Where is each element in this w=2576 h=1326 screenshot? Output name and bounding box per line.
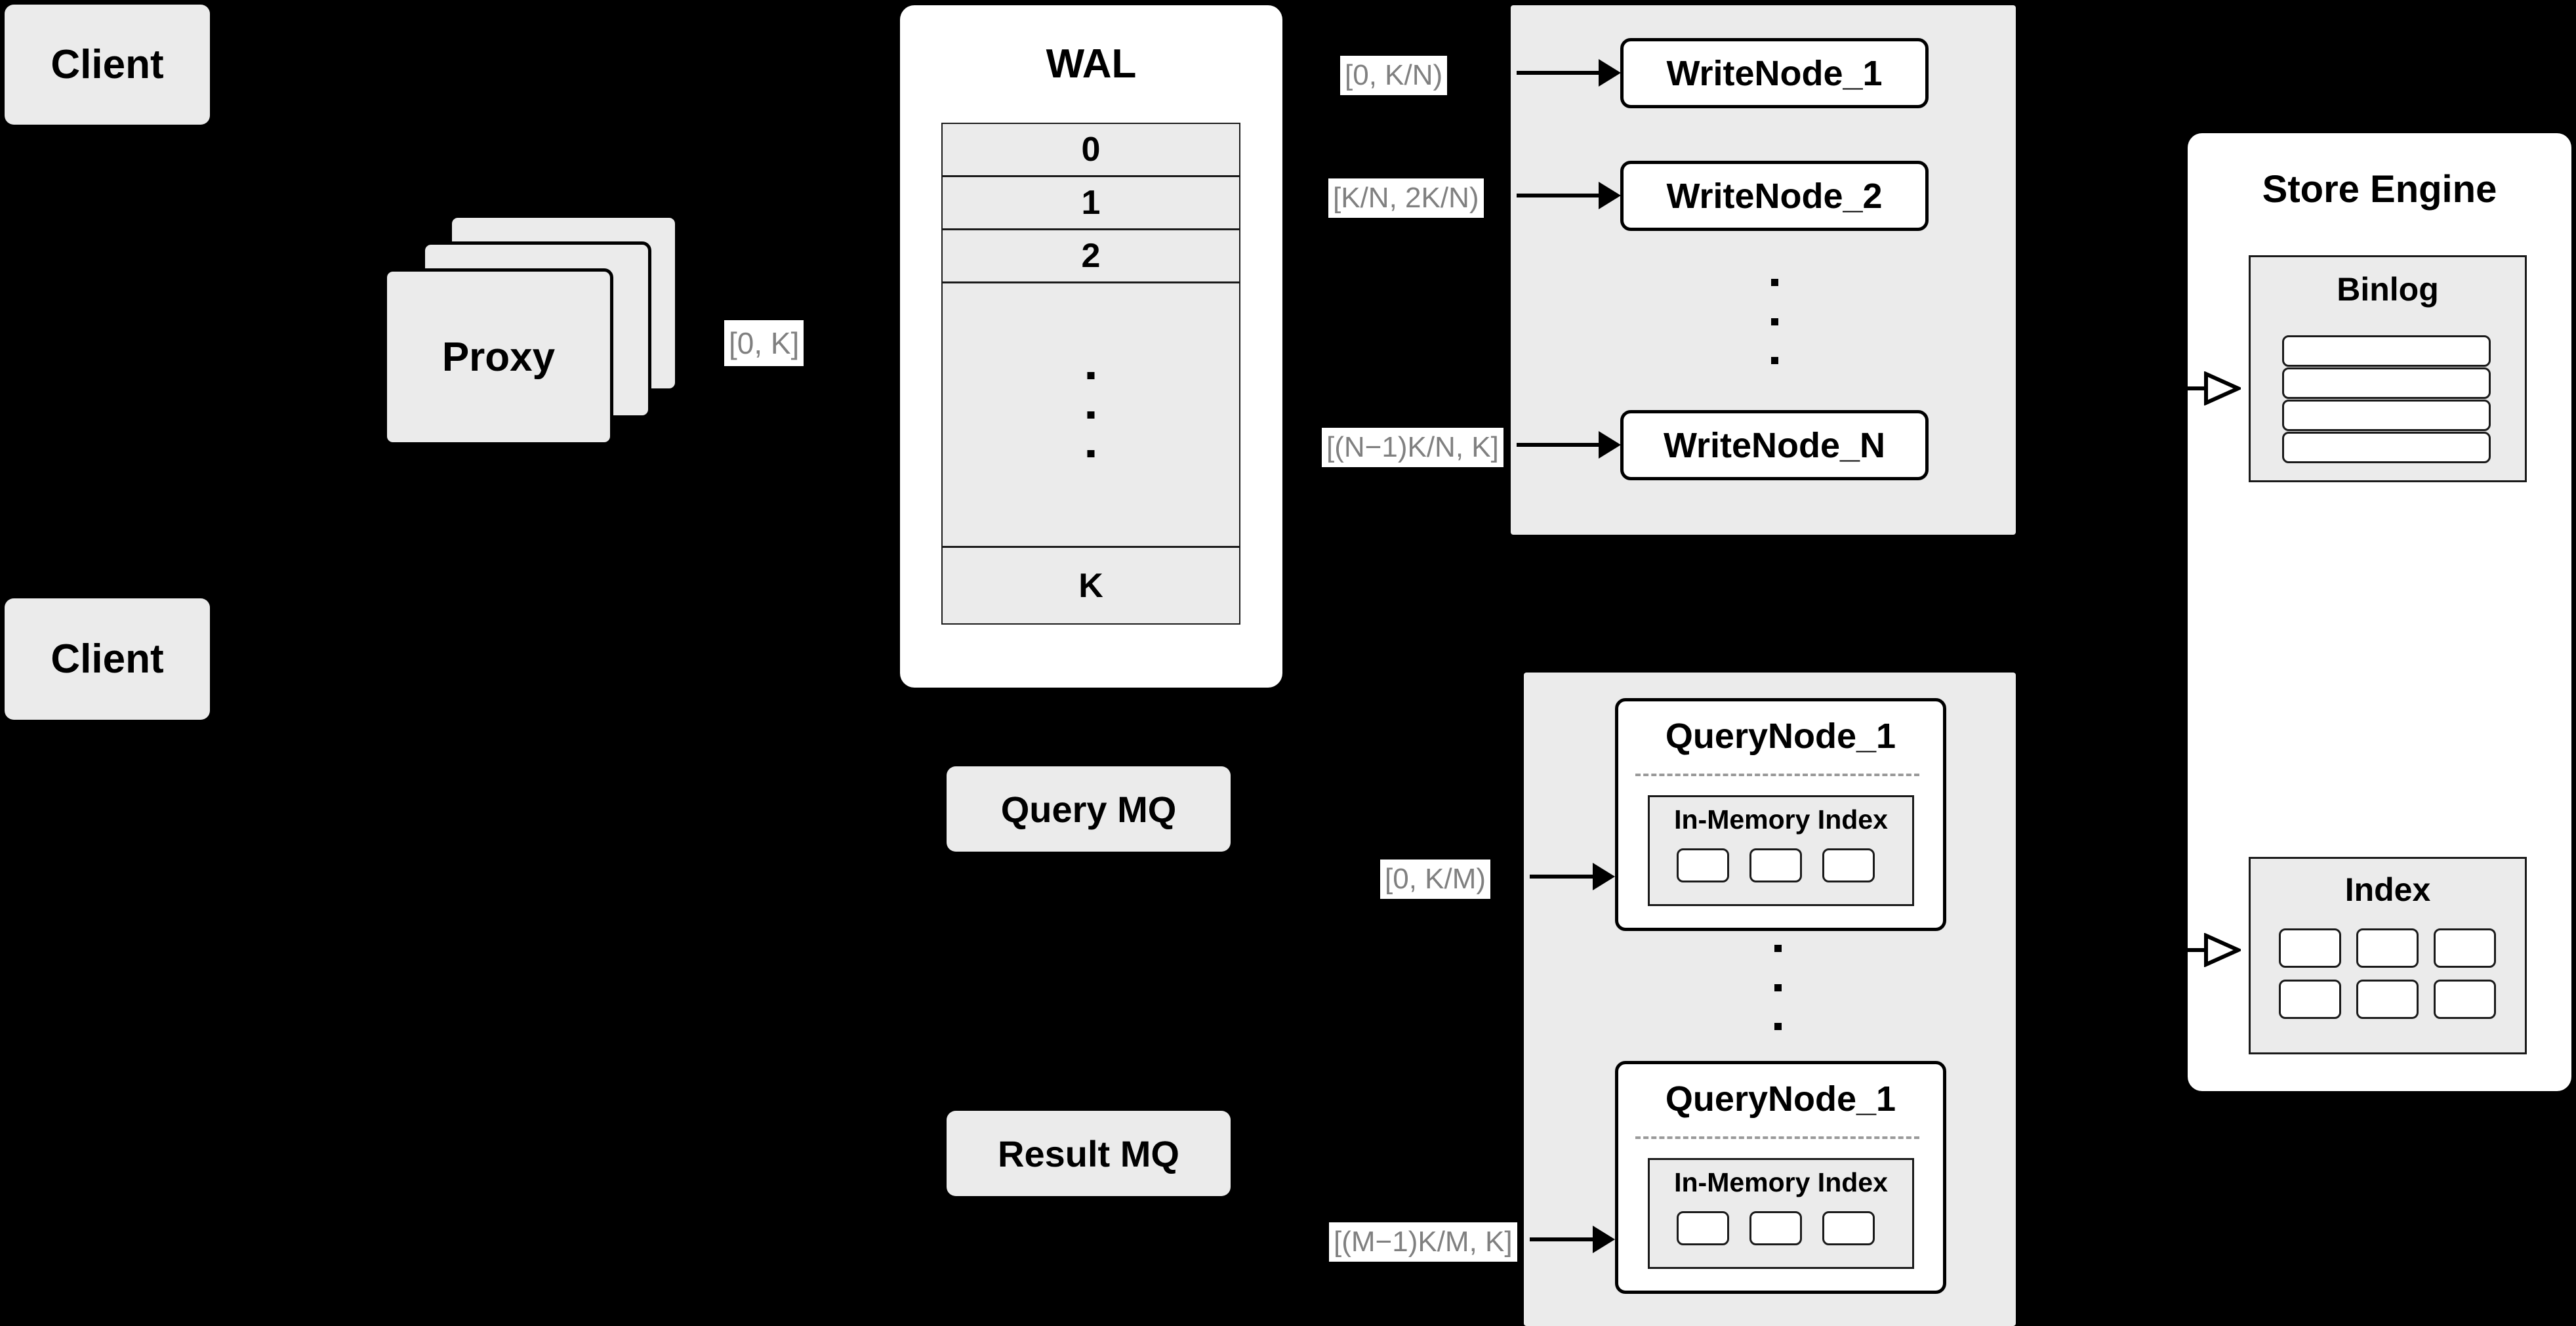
proxy-label: Proxy: [441, 334, 556, 380]
write-node-1-range-label: [0, K/N): [1340, 56, 1448, 95]
query-node-1-in-memory-index: In-Memory Index: [1648, 795, 1914, 906]
index-slot[interactable]: [1822, 848, 1875, 882]
client-box-1[interactable]: Client: [5, 5, 210, 125]
binlog-box: Binlog: [2249, 255, 2527, 482]
ellipsis-dot: [1774, 1023, 1782, 1030]
arrow-line-to-query-node-1: [1530, 875, 1601, 879]
proxy-range-label: [0, K]: [724, 320, 804, 366]
write-node-1[interactable]: WriteNode_1: [1620, 38, 1929, 108]
ellipsis-dot: [1770, 357, 1778, 364]
arrow-head-to-query-node-2: [1593, 1226, 1615, 1253]
query-node-2-in-memory-index: In-Memory Index: [1648, 1158, 1914, 1269]
wal-title: WAL: [1046, 41, 1137, 87]
query-node-2-divider: [1635, 1136, 1919, 1139]
arrow-line-to-binlog: [2167, 386, 2207, 390]
query-node-1-label: QueryNode_1: [1665, 716, 1896, 756]
proxy-card-front[interactable]: Proxy: [384, 268, 613, 445]
client-label-2: Client: [51, 636, 164, 682]
client-label-1: Client: [51, 42, 164, 87]
index-slot[interactable]: [2356, 980, 2419, 1019]
ellipsis-dot: [1087, 372, 1095, 379]
binlog-row[interactable]: [2282, 400, 2491, 431]
index-slot[interactable]: [1749, 848, 1802, 882]
write-node-n-label: WriteNode_N: [1663, 425, 1886, 465]
query-node-1-divider: [1635, 774, 1919, 776]
query-node-2-label: QueryNode_1: [1665, 1079, 1896, 1119]
index-slot[interactable]: [2279, 928, 2341, 968]
index-slot[interactable]: [2279, 980, 2341, 1019]
arrow-line-to-write-node-1: [1517, 71, 1605, 75]
arrow-line-to-write-node-2: [1517, 194, 1605, 197]
binlog-title: Binlog: [2337, 271, 2439, 308]
index-slot[interactable]: [1749, 1211, 1802, 1245]
write-node-2-label: WriteNode_2: [1666, 176, 1883, 216]
query-node-1-range-label: [0, K/M): [1380, 860, 1491, 899]
write-node-1-label: WriteNode_1: [1666, 53, 1883, 93]
query-node-1[interactable]: QueryNode_1 In-Memory Index: [1615, 698, 1946, 931]
ellipsis-dot: [1087, 450, 1095, 457]
binlog-row[interactable]: [2282, 367, 2491, 399]
query-mq-box[interactable]: Query MQ: [947, 766, 1231, 852]
ellipsis-dot: [1774, 945, 1782, 952]
binlog-row[interactable]: [2282, 335, 2491, 367]
wal-row-ellipsis: [941, 282, 1240, 547]
arrow-head-to-write-node-n: [1599, 431, 1621, 459]
query-cluster-ellipsis-dots: [1771, 945, 1784, 1030]
arrow-line-to-write-node-n: [1517, 443, 1605, 447]
write-node-n-range-label: [(N−1)K/N, K]: [1322, 428, 1503, 467]
write-node-2[interactable]: WriteNode_2: [1620, 161, 1929, 231]
arrow-head-to-write-node-1: [1599, 59, 1621, 87]
write-cluster-ellipsis-dots: [1768, 279, 1781, 364]
index-title: Index: [2344, 871, 2431, 908]
arrow-head-to-query-node-1: [1593, 863, 1615, 890]
result-mq-box[interactable]: Result MQ: [947, 1111, 1231, 1196]
store-engine-title: Store Engine: [2262, 168, 2497, 211]
arrow-line-to-index: [2167, 948, 2207, 952]
ellipsis-dot: [1774, 984, 1782, 991]
write-node-n[interactable]: WriteNode_N: [1620, 410, 1929, 480]
query-node-2-index-title: In-Memory Index: [1674, 1167, 1888, 1197]
query-node-1-index-title: In-Memory Index: [1674, 804, 1888, 835]
client-box-2[interactable]: Client: [5, 598, 210, 720]
binlog-row[interactable]: [2282, 432, 2491, 463]
result-mq-label: Result MQ: [998, 1132, 1179, 1174]
index-slot[interactable]: [2356, 928, 2419, 968]
write-node-2-range-label: [K/N, 2K/N): [1328, 178, 1484, 218]
wal-row-1[interactable]: 1: [941, 176, 1240, 230]
ellipsis-dot: [1770, 318, 1778, 325]
wal-ellipsis-dots: [1087, 372, 1095, 457]
query-node-2[interactable]: QueryNode_1 In-Memory Index: [1615, 1061, 1946, 1294]
wal-row-0[interactable]: 0: [941, 123, 1240, 176]
arrow-head-to-write-node-2: [1599, 182, 1621, 209]
index-slot[interactable]: [2434, 980, 2496, 1019]
wal-row-2[interactable]: 2: [941, 229, 1240, 283]
arrow-head-open-to-index: [2204, 933, 2241, 967]
wal-row-k[interactable]: K: [941, 547, 1240, 625]
query-mq-label: Query MQ: [1000, 788, 1177, 830]
index-slot[interactable]: [1822, 1211, 1875, 1245]
index-slot[interactable]: [1677, 848, 1729, 882]
query-node-2-range-label: [(M−1)K/M, K]: [1329, 1222, 1517, 1262]
index-slot[interactable]: [2434, 928, 2496, 968]
ellipsis-dot: [1770, 279, 1778, 286]
arrow-line-to-query-node-2: [1530, 1237, 1601, 1241]
index-box: Index: [2249, 857, 2527, 1054]
arrow-head-open-to-binlog: [2204, 371, 2241, 405]
ellipsis-dot: [1087, 411, 1095, 419]
index-slot[interactable]: [1677, 1211, 1729, 1245]
